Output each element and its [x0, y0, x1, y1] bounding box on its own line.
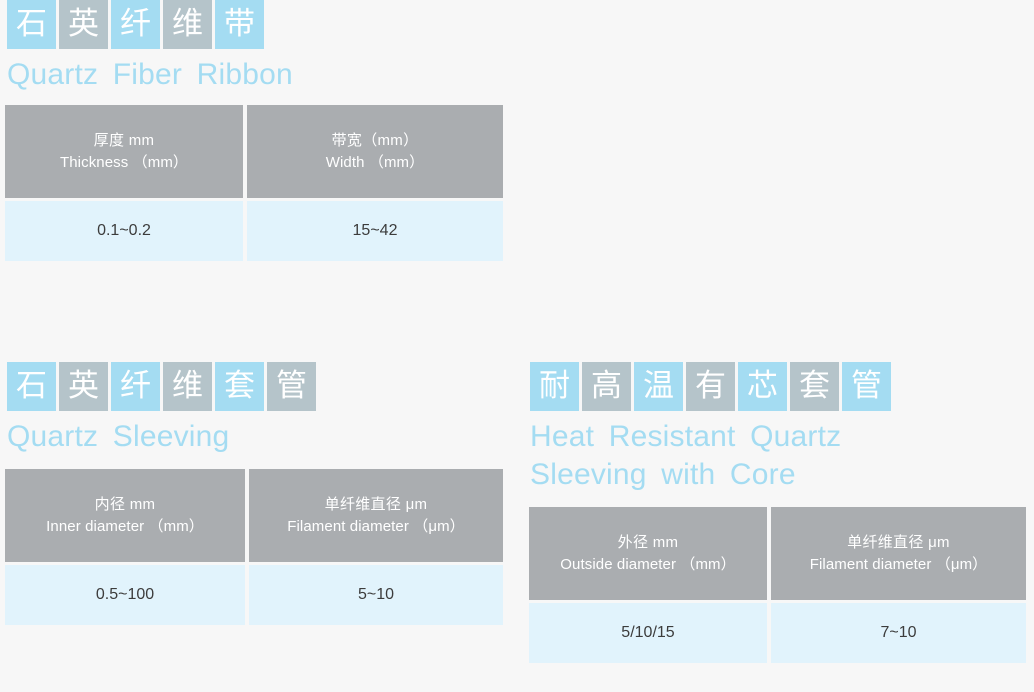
header-label-en: Filament diameter （μm） — [809, 555, 988, 573]
title-char-box: 管 — [842, 362, 891, 411]
table-row: 5/10/15 7~10 — [529, 603, 1034, 663]
header-label-en: Inner diameter （mm） — [46, 517, 204, 535]
header-label-cn: 内径 mm — [94, 495, 156, 513]
section-title-en-core: Heat Resistant Quartz Sleeving with Core — [530, 420, 842, 491]
spec-table-core: 外径 mm Outside diameter （mm） 单纤维直径 μm Fil… — [523, 507, 1034, 663]
title-char-box: 有 — [686, 362, 735, 411]
section-quartz-sleeving: 石 英 纤 维 套 管 Quartz Sleeving 内径 mm Inner … — [0, 362, 520, 625]
title-char-box: 维 — [163, 362, 212, 411]
table-value-cell: 0.5~100 — [5, 565, 245, 625]
table-row: 0.5~100 5~10 — [5, 565, 520, 625]
table-value-cell: 15~42 — [247, 201, 503, 261]
title-char-box: 英 — [59, 362, 108, 411]
header-label-en: Outside diameter （mm） — [560, 555, 736, 573]
header-label-cn: 单纤维直径 μm — [324, 495, 428, 513]
table-header-cell: 单纤维直径 μm Filament diameter （μm） — [771, 507, 1026, 600]
title-char-box: 套 — [215, 362, 264, 411]
table-value-cell: 5~10 — [249, 565, 503, 625]
title-char-box: 纤 — [111, 0, 160, 49]
table-header-cell: 单纤维直径 μm Filament diameter （μm） — [249, 469, 503, 562]
section-quartz-fiber-ribbon: 石 英 纤 维 带 Quartz Fiber Ribbon 厚度 mm Thic… — [0, 0, 520, 261]
title-char-box: 耐 — [530, 362, 579, 411]
table-row: 0.1~0.2 15~42 — [5, 201, 520, 261]
table-value-cell: 7~10 — [771, 603, 1026, 663]
header-label-en: Filament diameter （μm） — [287, 517, 465, 535]
header-label-en: Width （mm） — [325, 153, 425, 171]
header-label-en: Thickness （mm） — [59, 153, 189, 171]
title-char-box: 石 — [7, 362, 56, 411]
table-value-cell: 5/10/15 — [529, 603, 767, 663]
table-header-cell: 内径 mm Inner diameter （mm） — [5, 469, 245, 562]
section-heat-resistant-quartz-sleeving-with-core: 耐 高 温 有 芯 套 管 Heat Resistant Quartz Slee… — [523, 362, 1034, 663]
title-char-box: 石 — [7, 0, 56, 49]
table-header-row: 厚度 mm Thickness （mm） 带宽（mm） Width （mm） — [5, 105, 520, 198]
table-value-cell: 0.1~0.2 — [5, 201, 243, 261]
header-label-cn: 厚度 mm — [93, 131, 155, 149]
title-char-box: 英 — [59, 0, 108, 49]
table-header-cell: 厚度 mm Thickness （mm） — [5, 105, 243, 198]
title-char-box: 套 — [790, 362, 839, 411]
title-char-box: 带 — [215, 0, 264, 49]
section-title-en-ribbon: Quartz Fiber Ribbon — [7, 58, 293, 91]
header-label-cn: 单纤维直径 μm — [847, 533, 950, 551]
table-header-cell: 带宽（mm） Width （mm） — [247, 105, 503, 198]
title-char-box: 管 — [267, 362, 316, 411]
section-title-cn-sleeving: 石 英 纤 维 套 管 — [0, 362, 520, 411]
table-header-row: 内径 mm Inner diameter （mm） 单纤维直径 μm Filam… — [5, 469, 520, 562]
title-char-box: 温 — [634, 362, 683, 411]
spec-table-sleeving: 内径 mm Inner diameter （mm） 单纤维直径 μm Filam… — [0, 469, 520, 625]
title-char-box: 纤 — [111, 362, 160, 411]
title-char-box: 高 — [582, 362, 631, 411]
header-label-cn: 外径 mm — [617, 533, 679, 551]
title-char-box: 芯 — [738, 362, 787, 411]
section-title-en-sleeving: Quartz Sleeving — [7, 420, 230, 453]
table-header-cell: 外径 mm Outside diameter （mm） — [529, 507, 767, 600]
table-header-row: 外径 mm Outside diameter （mm） 单纤维直径 μm Fil… — [529, 507, 1034, 600]
section-title-cn-ribbon: 石 英 纤 维 带 — [0, 0, 520, 49]
header-label-cn: 带宽（mm） — [331, 131, 419, 149]
spec-table-ribbon: 厚度 mm Thickness （mm） 带宽（mm） Width （mm） 0… — [0, 105, 520, 261]
section-title-cn-core: 耐 高 温 有 芯 套 管 — [523, 362, 1034, 411]
title-char-box: 维 — [163, 0, 212, 49]
